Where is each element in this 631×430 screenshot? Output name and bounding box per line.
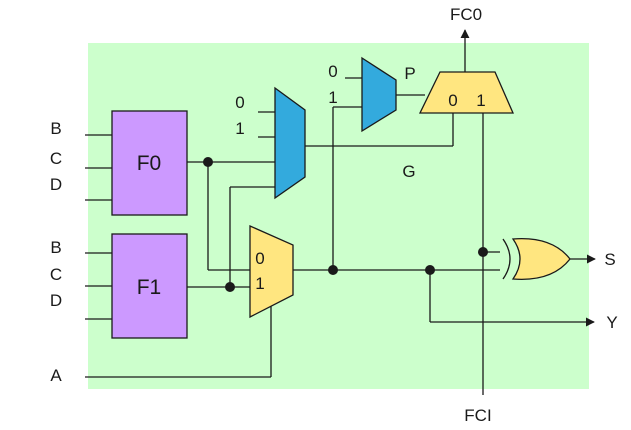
output-fco-label: FC0 bbox=[450, 5, 482, 24]
wires bbox=[85, 29, 596, 395]
carry-mux bbox=[418, 71, 514, 114]
mux-p-in0: 0 bbox=[328, 62, 337, 81]
carry-mux-in1: 1 bbox=[476, 91, 485, 110]
output-s-label: S bbox=[604, 250, 615, 269]
output-y-label: Y bbox=[606, 313, 617, 332]
input-d-top: D bbox=[50, 175, 62, 194]
f0-label: F0 bbox=[137, 152, 162, 175]
f1-label: F1 bbox=[137, 276, 162, 299]
junctions bbox=[203, 157, 488, 292]
mux-p bbox=[361, 56, 397, 133]
mux-g bbox=[249, 225, 294, 319]
f0-block bbox=[111, 110, 188, 216]
input-c-top: C bbox=[50, 149, 62, 168]
input-a: A bbox=[50, 366, 62, 385]
input-b-bottom: B bbox=[50, 238, 61, 257]
mux-g-in1: 1 bbox=[255, 274, 264, 293]
input-b-top: B bbox=[50, 119, 61, 138]
mux-g-in0: 0 bbox=[255, 249, 264, 268]
signal-g-label: G bbox=[402, 162, 415, 181]
input-fci-label: FCI bbox=[464, 406, 491, 425]
f1-block bbox=[111, 233, 188, 339]
xor-gate bbox=[502, 238, 571, 280]
mux-p-in1: 1 bbox=[328, 88, 337, 107]
mux-main bbox=[274, 86, 306, 200]
carry-mux-in0: 0 bbox=[448, 91, 457, 110]
input-c-bottom: C bbox=[50, 265, 62, 284]
mux-main-in1: 1 bbox=[235, 119, 244, 138]
mux-p-label: P bbox=[404, 64, 415, 83]
mux-main-in0: 0 bbox=[235, 93, 244, 112]
input-d-bottom: D bbox=[50, 291, 62, 310]
